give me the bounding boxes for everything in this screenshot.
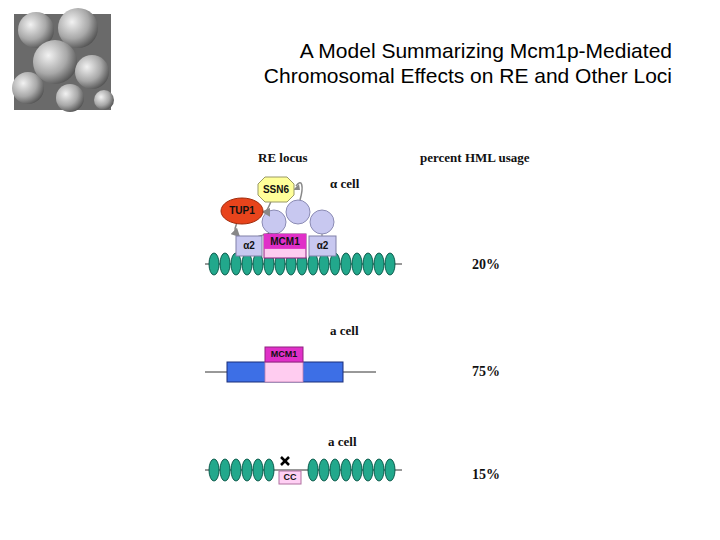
nucleosome <box>308 459 318 481</box>
node-label: MCM1 <box>270 237 299 247</box>
title: A Model Summarizing Mcm1p-Mediated Chrom… <box>188 38 672 88</box>
nucleosome-row <box>209 459 395 481</box>
alpha2-box: α2 <box>236 236 262 256</box>
cc-box: CC <box>279 471 301 484</box>
nucleosome <box>264 459 274 481</box>
nucleosome <box>385 253 395 275</box>
label: α cell <box>330 176 359 192</box>
label: percent HML usage <box>420 150 530 166</box>
ssn6-octagon: SSN6 <box>258 177 294 202</box>
nucleosome <box>231 459 241 481</box>
alpha2-box: α2 <box>309 236 336 256</box>
nucleosome <box>209 459 219 481</box>
node-label: SSN6 <box>263 185 289 195</box>
label: 75% <box>472 364 500 380</box>
nucleosome <box>330 459 340 481</box>
mcm1-box: MCM1 <box>265 347 303 362</box>
label: 20% <box>472 257 500 273</box>
node-label: TUP1 <box>229 206 255 216</box>
nucleosome <box>352 459 362 481</box>
label: a cell <box>328 434 357 450</box>
node-label: CC <box>284 473 297 482</box>
nucleosome <box>352 253 362 275</box>
nucleosome <box>242 459 252 481</box>
node-label: α2 <box>243 241 255 251</box>
nucleosome <box>363 459 373 481</box>
label: a cell <box>330 323 359 339</box>
nucleosome <box>374 253 384 275</box>
nucleosome <box>341 253 351 275</box>
mutation-mark <box>281 457 289 465</box>
mcm1-box: MCM1 <box>264 234 306 258</box>
nucleosome <box>220 459 230 481</box>
nucleosome <box>341 459 351 481</box>
open-chromatin <box>205 362 376 382</box>
nucleosome <box>253 459 263 481</box>
curved-arrow <box>263 202 271 212</box>
alpha2-dimer <box>252 200 334 238</box>
nucleosome <box>374 459 384 481</box>
label: RE locus <box>258 150 307 166</box>
tup1-ellipse: TUP1 <box>221 198 263 224</box>
nucleosome <box>209 253 219 275</box>
nucleosome <box>363 253 373 275</box>
node-label: α2 <box>317 241 329 251</box>
node-label: MCM1 <box>271 350 298 359</box>
nucleosome <box>220 253 230 275</box>
curved-arrow <box>235 224 239 236</box>
yeast-micrograph <box>12 8 114 112</box>
nucleosome <box>385 459 395 481</box>
label: 15% <box>472 467 500 483</box>
nucleosome <box>319 459 329 481</box>
